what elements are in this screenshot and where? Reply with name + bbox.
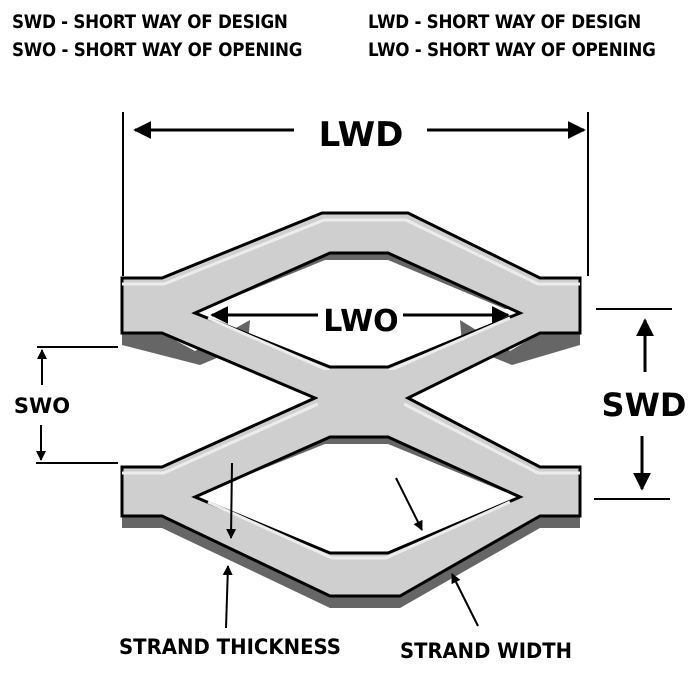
legend-swo: SWO - SHORT WAY OF OPENING (12, 39, 303, 61)
thickness-arrow-up (222, 565, 233, 629)
mesh-strands (120, 211, 582, 608)
lwo-label: LWO (323, 304, 398, 339)
swo-dimension: SWO (14, 346, 118, 464)
swo-label: SWO (14, 394, 70, 418)
legend-swd: SWD - SHORT WAY OF DESIGN (12, 11, 288, 33)
strand-width-label: STRAND WIDTH (400, 639, 572, 663)
strand-width-callout: STRAND WIDTH (395, 477, 572, 663)
width-arrow-inner (395, 477, 423, 531)
legend-left: SWD - SHORT WAY OF DESIGN SWO - SHORT WA… (12, 8, 303, 64)
swd-label: SWD (602, 386, 687, 424)
strand-thickness-label: STRAND THICKNESS (119, 635, 341, 659)
lwd-label: LWD (319, 115, 404, 155)
swd-dimension: SWD (594, 308, 687, 500)
thickness-arrow-down (226, 462, 237, 539)
legend-lwo: LWO - SHORT WAY OF OPENING (368, 39, 656, 61)
width-arrow-outer (451, 573, 479, 627)
lwd-dimension: LWD (122, 112, 589, 276)
legend-lwd: LWD - SHORT WAY OF DESIGN (368, 11, 641, 33)
legend-right: LWD - SHORT WAY OF DESIGN LWO - SHORT WA… (368, 8, 656, 64)
lwo-dimension: LWO (210, 304, 510, 339)
strand-thickness-callout: STRAND THICKNESS (119, 462, 341, 659)
